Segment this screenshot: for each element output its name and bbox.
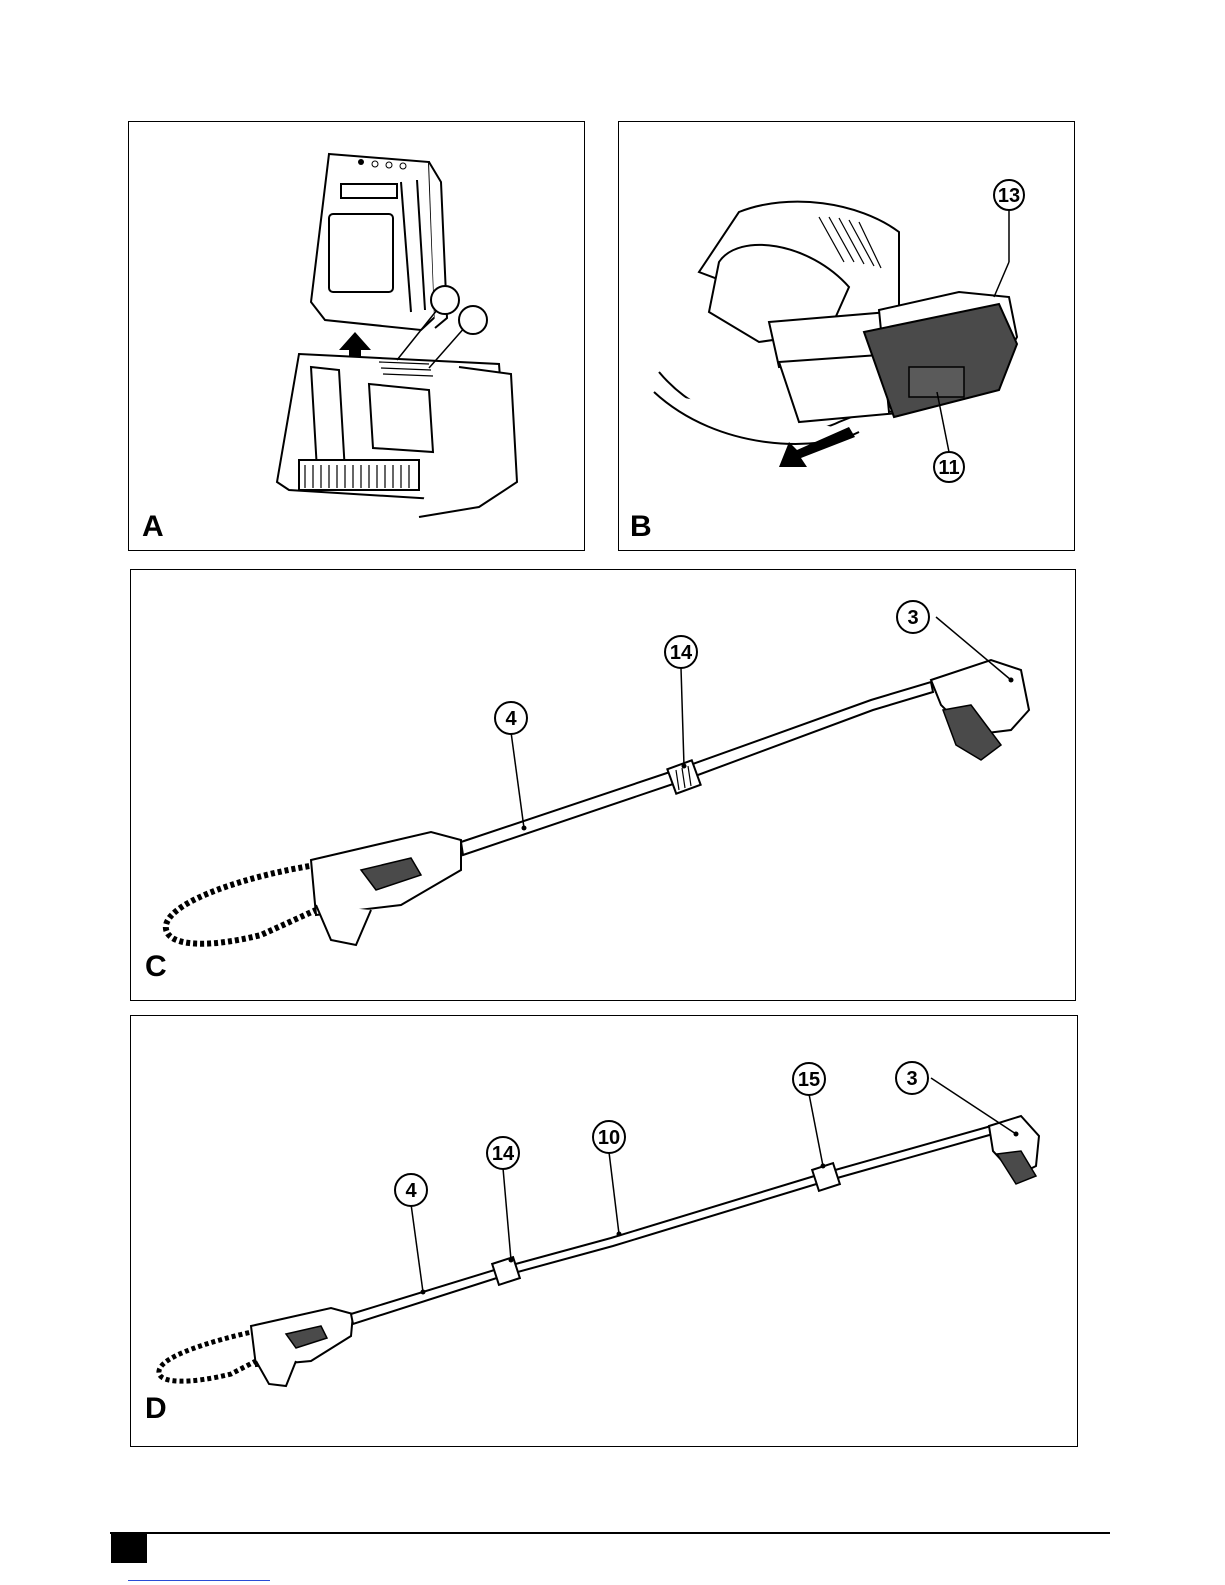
callout-c-3-label: 3 xyxy=(907,607,918,629)
battery-removal-illustration: 13 11 xyxy=(619,122,1076,552)
pole-saw-illustration-short: 3 14 4 xyxy=(131,570,1077,1002)
figure-panel-d: 15 3 10 14 4 D xyxy=(130,1015,1078,1447)
callout-d-3-label: 3 xyxy=(906,1068,917,1090)
panel-letter-d: D xyxy=(145,1394,167,1424)
panel-letter-c: C xyxy=(145,952,167,982)
callout-d-15-label: 15 xyxy=(798,1069,820,1091)
page-number-badge xyxy=(111,1533,147,1563)
callout-a-2 xyxy=(459,306,487,334)
callout-b-11-label: 11 xyxy=(938,457,959,479)
callout-c-14-label: 14 xyxy=(670,642,693,664)
footer-rule xyxy=(110,1532,1110,1534)
footer-link-underline[interactable] xyxy=(128,1580,270,1581)
figure-panel-c: 3 14 4 C xyxy=(130,569,1076,1001)
callout-d-10-label: 10 xyxy=(598,1127,620,1149)
pole-saw-illustration-extended: 15 3 10 14 4 xyxy=(131,1016,1079,1448)
callout-d-4-label: 4 xyxy=(405,1180,417,1202)
callout-c-4-label: 4 xyxy=(505,708,517,730)
panel-letter-a: A xyxy=(142,512,164,542)
panel-letter-b: B xyxy=(630,512,652,542)
callout-b-13-label: 13 xyxy=(998,185,1020,207)
battery-charger-illustration xyxy=(129,122,586,552)
callout-a-1 xyxy=(431,286,459,314)
figure-panel-a: A xyxy=(128,121,585,551)
figure-panel-b: 13 11 B xyxy=(618,121,1075,551)
callout-d-14-label: 14 xyxy=(492,1143,515,1165)
